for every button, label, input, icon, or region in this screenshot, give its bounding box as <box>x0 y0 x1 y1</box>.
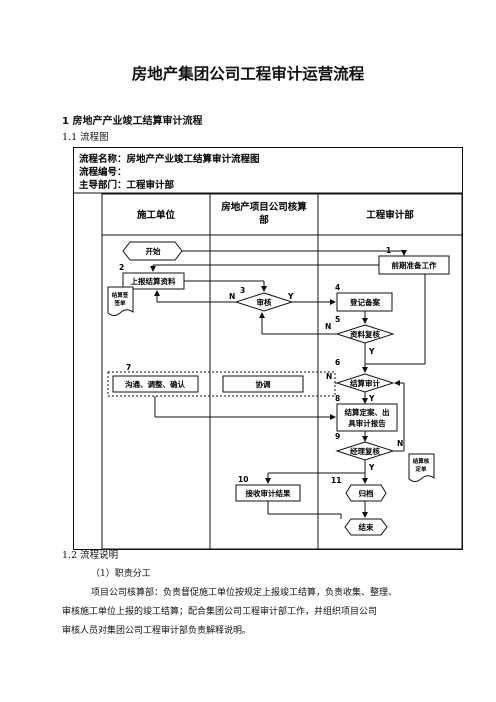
settlement-approval-document <box>408 453 435 482</box>
lane-audit-department: 工程审计部 <box>366 209 414 221</box>
step-5-no-label: N <box>325 322 331 331</box>
lane-construction-unit: 施工单位 <box>137 209 176 221</box>
lane-project-company-line1: 房地产项目公司核算 <box>221 201 307 213</box>
step-3-number: 3 <box>240 286 245 295</box>
step-6-number: 6 <box>335 358 340 367</box>
step-4-number: 4 <box>335 283 340 292</box>
step-3-no-label: N <box>229 292 235 301</box>
responsibility-body: 项目公司核算部：负责督促施工单位按规定上报竣工结算，负责收集、整理、 审核施工单… <box>62 584 432 641</box>
flowchart: 流程名称：房地产产业竣工结算审计流程图 流程编号： 主导部门：工程审计部 施工单… <box>73 147 463 550</box>
step-3-decision <box>234 292 294 312</box>
step-11-archive <box>345 484 387 502</box>
body-line-2: 审核施工单位上报的竣工结算；配合集团公司工程审计部工作，并组织项目公司 <box>62 607 378 617</box>
settlement-visa-document <box>107 286 134 316</box>
step-11-label: 归档 <box>359 488 374 498</box>
step-10-label: 接收审计结果 <box>246 488 291 498</box>
body-line-3: 审核人员对集团公司工程审计部负责解释说明。 <box>62 626 252 636</box>
step-6-label: 结算审计 <box>350 378 380 388</box>
step-8-label-line1: 结算定案、出 <box>345 407 390 417</box>
settlement-approval-doc-line2: 定单 <box>414 465 427 473</box>
step-2-label: 上报结算资料 <box>131 276 176 286</box>
step-7-number: 7 <box>126 363 131 372</box>
step-5-label: 资料复核 <box>350 329 380 339</box>
section-heading-1-1: 1.1 流程图 <box>62 132 109 143</box>
step-6-yes-label: Y <box>368 394 375 403</box>
end-label: 结束 <box>359 522 374 532</box>
step-6-no-label: N <box>326 372 332 381</box>
flow-owner: 主导部门：工程审计部 <box>79 179 175 191</box>
responsibility-heading: （1）职责分工 <box>91 569 151 579</box>
step-3-yes-label: Y <box>287 292 294 301</box>
step-1-label: 前期准备工作 <box>392 260 437 270</box>
flow-number: 流程编号： <box>79 166 127 178</box>
start-terminator <box>122 241 183 261</box>
start-label: 开始 <box>146 246 161 256</box>
step-9-label: 经理复核 <box>350 446 380 456</box>
step-8-label-line2: 具审计报告 <box>348 418 386 428</box>
flow-name: 流程名称：房地产产业竣工结算审计流程图 <box>79 153 260 165</box>
section-heading-1: 1 房地产产业竣工结算审计流程 <box>62 116 203 127</box>
step-9-no-label: N <box>397 439 403 448</box>
step-4-label: 登记备案 <box>349 297 380 307</box>
lane-frame <box>101 193 463 550</box>
section-heading-1-2: 1.2 流程说明 <box>62 550 119 561</box>
end-terminator <box>344 518 388 536</box>
step-8-box <box>336 403 398 432</box>
settlement-visa-doc-line1: 结算签 <box>112 291 129 299</box>
step-3-label: 审核 <box>257 297 272 307</box>
step-1-number: 1 <box>386 246 391 255</box>
step-5-yes-label: Y <box>368 347 375 356</box>
coordinate-box <box>222 375 304 393</box>
settlement-approval-doc-line1: 结算核 <box>413 457 430 465</box>
settlement-visa-doc-line2: 签单 <box>113 299 126 307</box>
step-9-yes-label: Y <box>368 463 375 472</box>
step-5-number: 5 <box>335 315 340 324</box>
step-10-number: 10 <box>238 475 248 484</box>
page-title: 房地产集团公司工程审计运营流程 <box>131 65 365 83</box>
coordinate-label: 协调 <box>256 379 271 389</box>
step-2-number: 2 <box>119 263 124 272</box>
step-11-number: 11 <box>331 476 341 485</box>
step-7-label: 沟通、调整、确认 <box>125 379 185 389</box>
step-7-box <box>112 375 199 393</box>
lane-project-company-line2: 部 <box>259 214 269 226</box>
flowchart-svg: 流程名称：房地产产业竣工结算审计流程图 流程编号： 主导部门：工程审计部 施工单… <box>73 147 463 550</box>
step-9-number: 9 <box>335 432 340 441</box>
body-line-1: 项目公司核算部：负责督促施工单位按规定上报竣工结算，负责收集、整理、 <box>91 588 398 598</box>
step-7-group <box>107 371 336 397</box>
step-8-number: 8 <box>335 394 340 403</box>
